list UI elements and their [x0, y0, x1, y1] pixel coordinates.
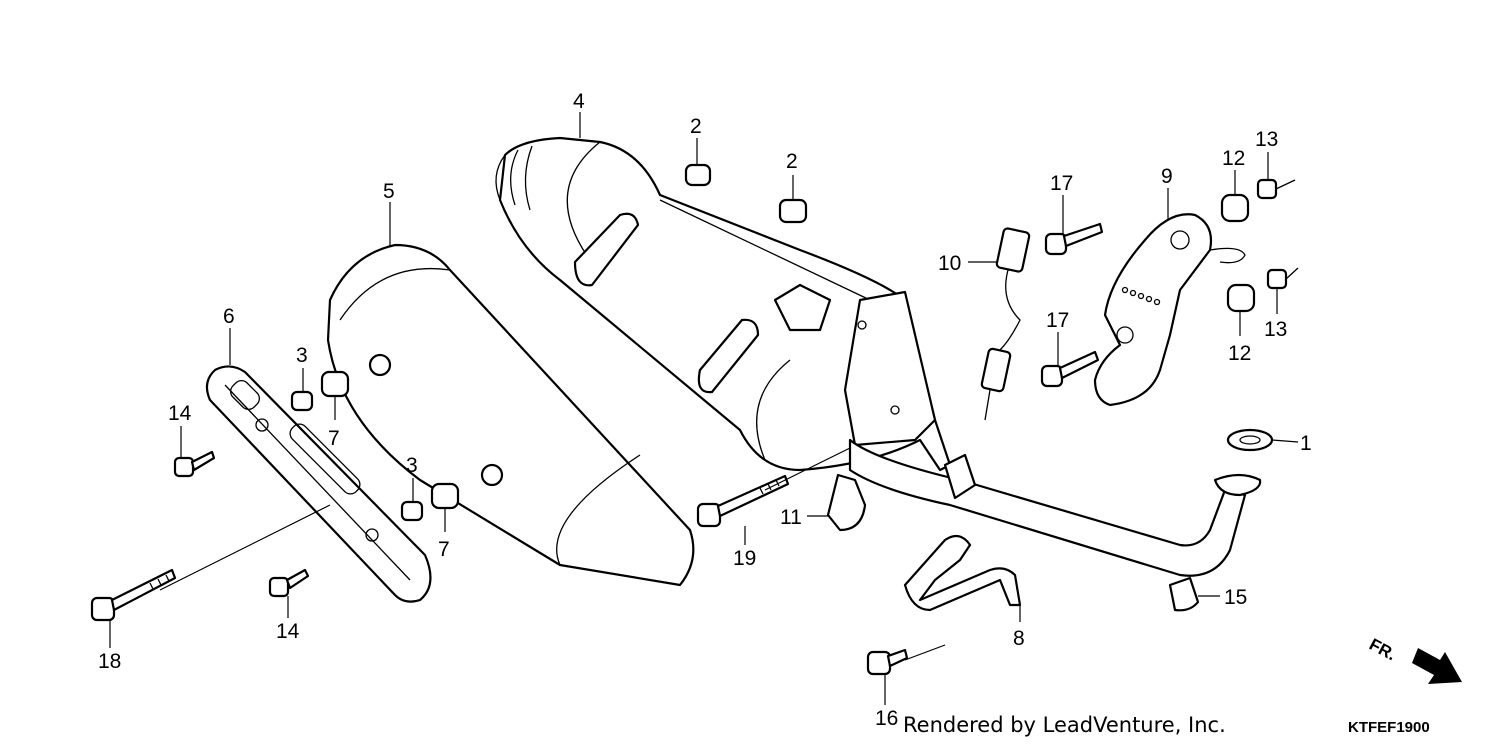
- part-number-13a[interactable]: 13: [1255, 128, 1278, 151]
- part-number-10[interactable]: 10: [938, 252, 961, 275]
- part-number-18[interactable]: 18: [98, 650, 121, 673]
- diagram-code: KTFEF1900: [1348, 719, 1430, 736]
- leader-lines: [109, 112, 1299, 705]
- part-number-3a[interactable]: 3: [296, 344, 308, 367]
- bolt-19[interactable]: [696, 474, 790, 528]
- part-number-6[interactable]: 6: [223, 305, 235, 328]
- gasket-1[interactable]: [1226, 428, 1274, 452]
- render-credit: Rendered by LeadVenture, Inc.: [903, 713, 1226, 737]
- part-number-17b[interactable]: 17: [1046, 309, 1069, 332]
- part-number-15[interactable]: 15: [1224, 586, 1247, 609]
- front-direction-indicator: FR.: [1366, 635, 1462, 684]
- part-number-17a[interactable]: 17: [1050, 172, 1073, 195]
- muffler[interactable]: [495, 136, 952, 472]
- muffler-protector[interactable]: [326, 243, 695, 587]
- o2-sensor[interactable]: [980, 227, 1031, 421]
- part-number-19[interactable]: 19: [733, 547, 756, 570]
- part-number-labels: 1 2 2 3 3 4 5 6 7 7 8 9 10 11 12 12 13 1…: [98, 90, 1312, 730]
- part-number-12a[interactable]: 12: [1222, 147, 1245, 170]
- part-number-3b[interactable]: 3: [406, 454, 418, 477]
- part-number-12b[interactable]: 12: [1228, 342, 1251, 365]
- collar-3b[interactable]: [400, 500, 424, 522]
- bolt-14a[interactable]: [173, 450, 216, 478]
- bolt-16[interactable]: [866, 648, 909, 676]
- rubber-grommet-2b[interactable]: [778, 198, 808, 224]
- collar-12b[interactable]: [1226, 283, 1256, 313]
- bolt-17b[interactable]: [1040, 350, 1100, 388]
- part-number-14a[interactable]: 14: [168, 402, 192, 425]
- collar-12a[interactable]: [1220, 193, 1250, 223]
- front-arrow-icon: [1412, 648, 1462, 684]
- part-number-5[interactable]: 5: [383, 180, 395, 203]
- stay-bracket[interactable]: [903, 534, 1022, 612]
- rubber-7a[interactable]: [320, 370, 350, 398]
- part-number-2b[interactable]: 2: [786, 150, 798, 173]
- clamp-11[interactable]: [826, 473, 867, 532]
- front-direction-label: FR.: [1366, 635, 1399, 665]
- part-number-9[interactable]: 9: [1161, 165, 1173, 188]
- part-number-2a[interactable]: 2: [690, 115, 702, 138]
- collar-3a[interactable]: [290, 390, 314, 412]
- heat-shield-bracket[interactable]: [1093, 213, 1246, 407]
- part-number-13b[interactable]: 13: [1264, 318, 1287, 341]
- part-number-8[interactable]: 8: [1013, 627, 1025, 650]
- rubber-grommet-2a[interactable]: [684, 163, 712, 187]
- part-number-1[interactable]: 1: [1300, 432, 1312, 455]
- part-number-4[interactable]: 4: [573, 90, 585, 113]
- bolt-14b[interactable]: [268, 568, 310, 598]
- part-number-11[interactable]: 11: [780, 506, 802, 529]
- part-number-14b[interactable]: 14: [276, 620, 300, 643]
- part-number-7b[interactable]: 7: [438, 538, 450, 561]
- rubber-7b[interactable]: [430, 482, 460, 510]
- part-number-16[interactable]: 16: [875, 707, 898, 730]
- part-number-7a[interactable]: 7: [328, 427, 340, 450]
- protector-plate[interactable]: [205, 365, 432, 603]
- nut-13a[interactable]: [1256, 178, 1296, 200]
- nut-13b[interactable]: [1266, 267, 1299, 290]
- bolt-17a[interactable]: [1044, 222, 1104, 256]
- nut-15[interactable]: [1168, 576, 1200, 612]
- bolt-18[interactable]: [90, 568, 177, 622]
- exhaust-pipe[interactable]: [848, 438, 1262, 577]
